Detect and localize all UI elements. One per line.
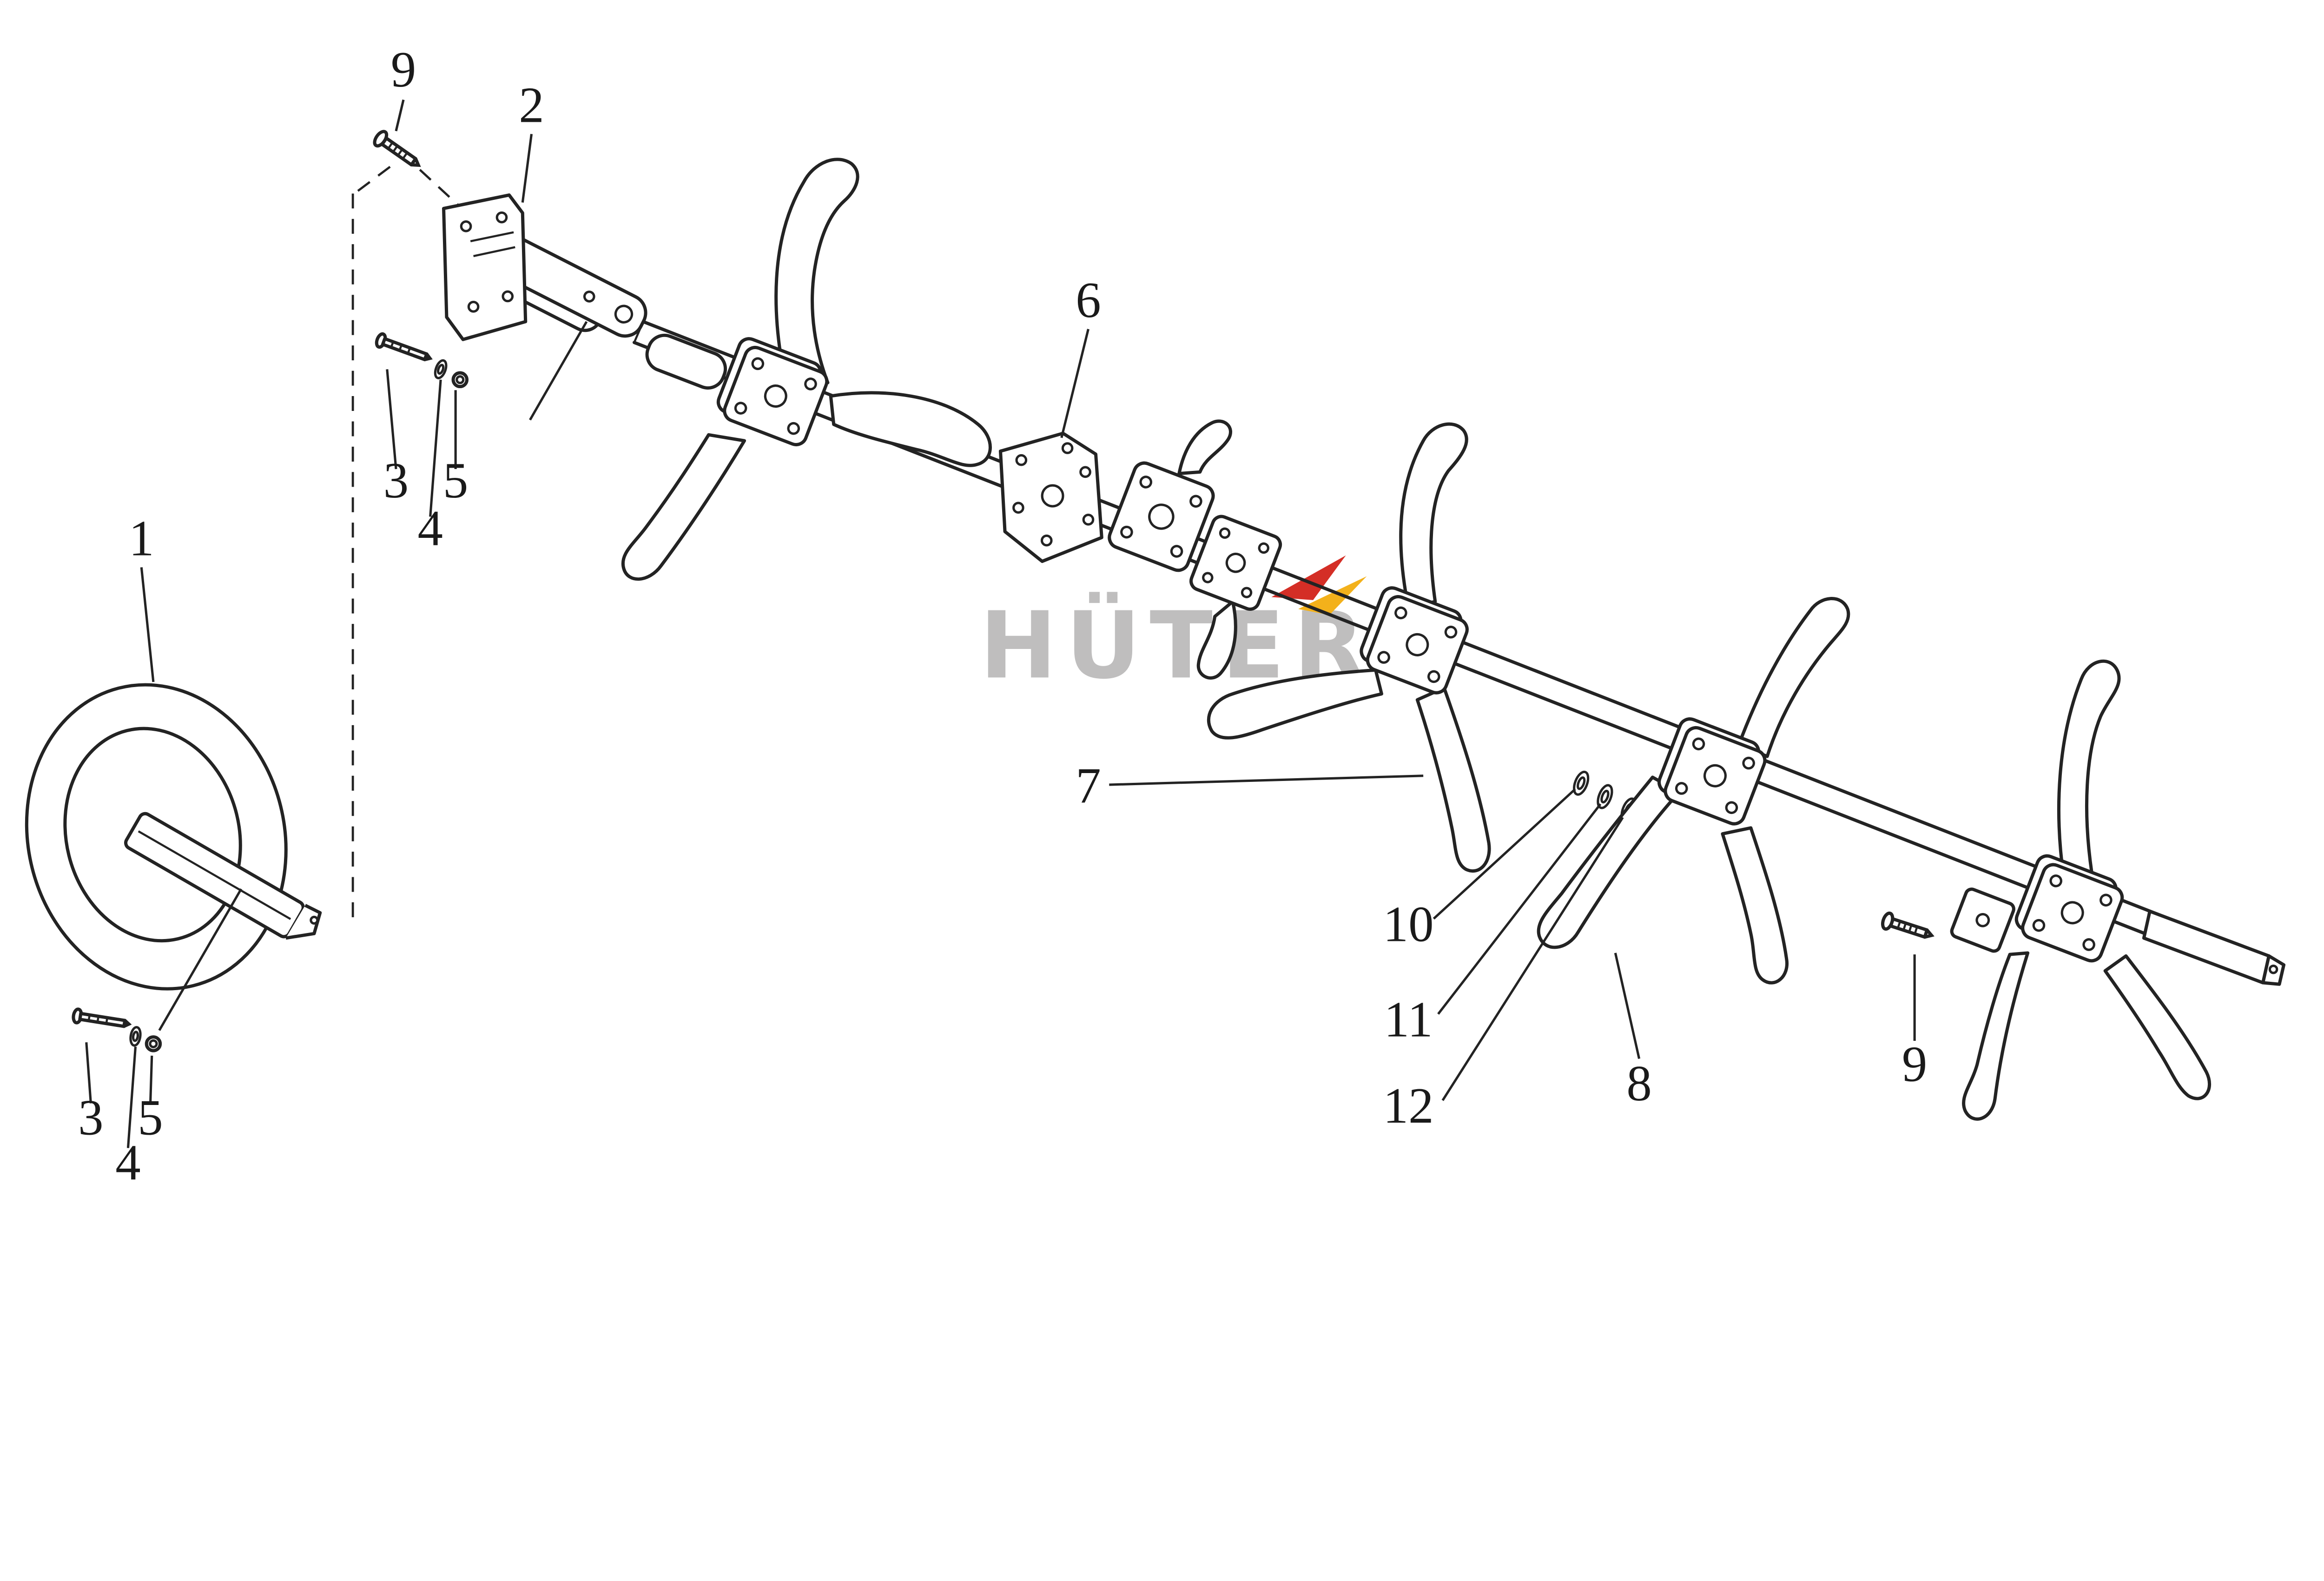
callout-5-lower: 5 — [138, 1090, 163, 1146]
screw-right — [1881, 911, 1934, 939]
tine-cluster-e — [1962, 659, 2286, 1121]
tine-cluster-d — [1537, 597, 1850, 985]
callout-9-top: 9 — [391, 41, 416, 98]
shaft-end — [2142, 909, 2271, 985]
callout-12: 12 — [1383, 1078, 1434, 1134]
center-flange-plate — [998, 431, 1103, 563]
callout-10: 10 — [1383, 896, 1434, 952]
callout-7: 7 — [1076, 757, 1101, 814]
nut-lower — [145, 1035, 162, 1052]
callout-5-upper: 5 — [443, 452, 468, 509]
watermark-spark-red-icon — [1271, 555, 1346, 600]
mount-bracket — [442, 193, 647, 421]
leader-lines — [85, 99, 1916, 1148]
spacer-tube — [645, 333, 727, 390]
watermark: HÜTER — [980, 555, 1367, 699]
nut-upper — [451, 371, 469, 389]
tine-cluster-c — [1207, 422, 1491, 873]
washer-lower — [129, 1026, 142, 1047]
callout-8: 8 — [1626, 1055, 1651, 1111]
bolt-lower — [72, 1007, 132, 1028]
callout-2: 2 — [519, 77, 544, 133]
callout-labels: 9 2 3 5 4 1 3 5 4 6 7 10 11 12 8 9 — [78, 41, 1927, 1191]
small-mount-plate — [1950, 887, 2015, 953]
bolt-upper — [375, 332, 433, 362]
callout-4-upper: 4 — [417, 500, 442, 556]
screw-top — [373, 130, 421, 167]
depth-wheel — [25, 683, 322, 1031]
washer-upper — [434, 359, 448, 379]
callout-3-upper: 3 — [383, 452, 409, 509]
callout-11: 11 — [1384, 991, 1433, 1047]
tine-cluster-b — [1108, 419, 1282, 680]
tine-cluster-a — [621, 158, 992, 581]
callout-1: 1 — [129, 510, 154, 567]
parts-diagram: HÜTER — [25, 41, 2286, 1191]
callout-3-lower: 3 — [78, 1090, 103, 1146]
callout-9-right: 9 — [1902, 1036, 1927, 1092]
watermark-spark-yellow-icon — [1298, 576, 1367, 615]
callout-6: 6 — [1076, 272, 1101, 328]
callout-4-lower: 4 — [115, 1134, 140, 1191]
